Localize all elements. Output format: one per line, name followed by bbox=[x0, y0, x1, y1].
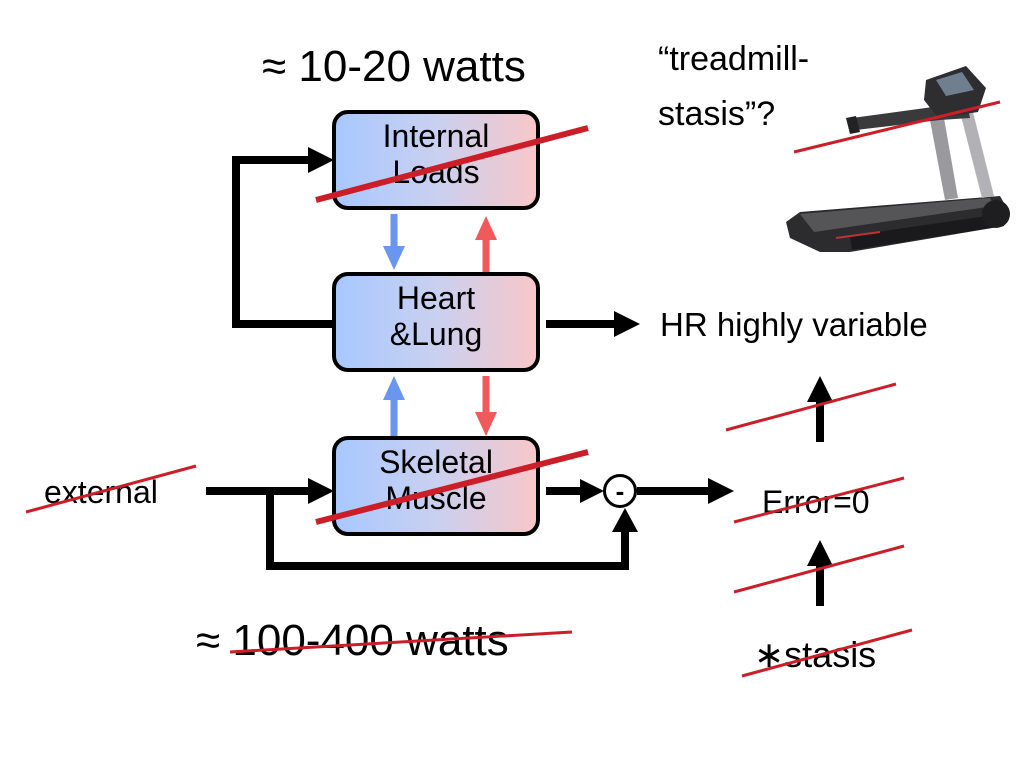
comparator-node: - bbox=[603, 474, 637, 508]
external-to-muscle-arrowhead bbox=[308, 478, 334, 504]
strike-internal-loads bbox=[315, 125, 589, 203]
strike-hr-arrow bbox=[725, 382, 897, 432]
skeletal-muscle-line1: Skeletal bbox=[379, 444, 493, 480]
hr-label: HR highly variable bbox=[660, 306, 928, 343]
top-power-label: ≈ 10-20 watts bbox=[262, 42, 526, 91]
bypass-loop-line bbox=[266, 491, 629, 570]
skeletal-muscle-box: Skeletal Muscle bbox=[332, 436, 540, 536]
internal-loads-line1: Internal bbox=[382, 118, 490, 154]
red-arrowhead-heart-to-muscle bbox=[475, 412, 497, 436]
blue-arrowhead-internal-to-heart bbox=[383, 246, 405, 270]
treadmill-note-line2: stasis”? bbox=[658, 95, 776, 133]
heart-lung-box: Heart &Lung bbox=[332, 272, 540, 372]
strike-bottom-power bbox=[229, 630, 573, 654]
feedback-loop-arrowhead bbox=[308, 147, 334, 173]
blue-arrowhead-muscle-to-heart bbox=[383, 376, 405, 400]
strike-external bbox=[25, 464, 197, 514]
strike-treadmill bbox=[793, 100, 1001, 154]
muscle-to-comparator-arrowhead bbox=[580, 479, 604, 503]
heart-lung-line1: Heart bbox=[396, 280, 476, 316]
strike-stasis bbox=[741, 628, 913, 678]
stasis-to-error-arrowhead bbox=[807, 540, 833, 566]
comparator-to-error-arrowhead bbox=[708, 478, 734, 504]
strike-skeletal-muscle bbox=[315, 449, 589, 525]
bypass-loop-arrowhead bbox=[612, 508, 638, 532]
strike-stasis-arrow bbox=[733, 544, 905, 594]
heart-to-hr-arrowhead bbox=[614, 311, 640, 337]
feedback-loop-line bbox=[232, 156, 334, 328]
comparator-sign: - bbox=[615, 476, 625, 506]
bottom-power-label: ≈ 100-400 watts bbox=[196, 616, 509, 665]
strike-error bbox=[733, 476, 905, 524]
internal-loads-box: Internal Loads bbox=[332, 110, 540, 210]
error-to-hr-arrowhead bbox=[807, 376, 833, 402]
heart-lung-line2: &Lung bbox=[389, 316, 483, 352]
red-arrowhead-heart-to-internal bbox=[475, 216, 497, 240]
treadmill-note-line1: “treadmill- bbox=[658, 40, 810, 78]
